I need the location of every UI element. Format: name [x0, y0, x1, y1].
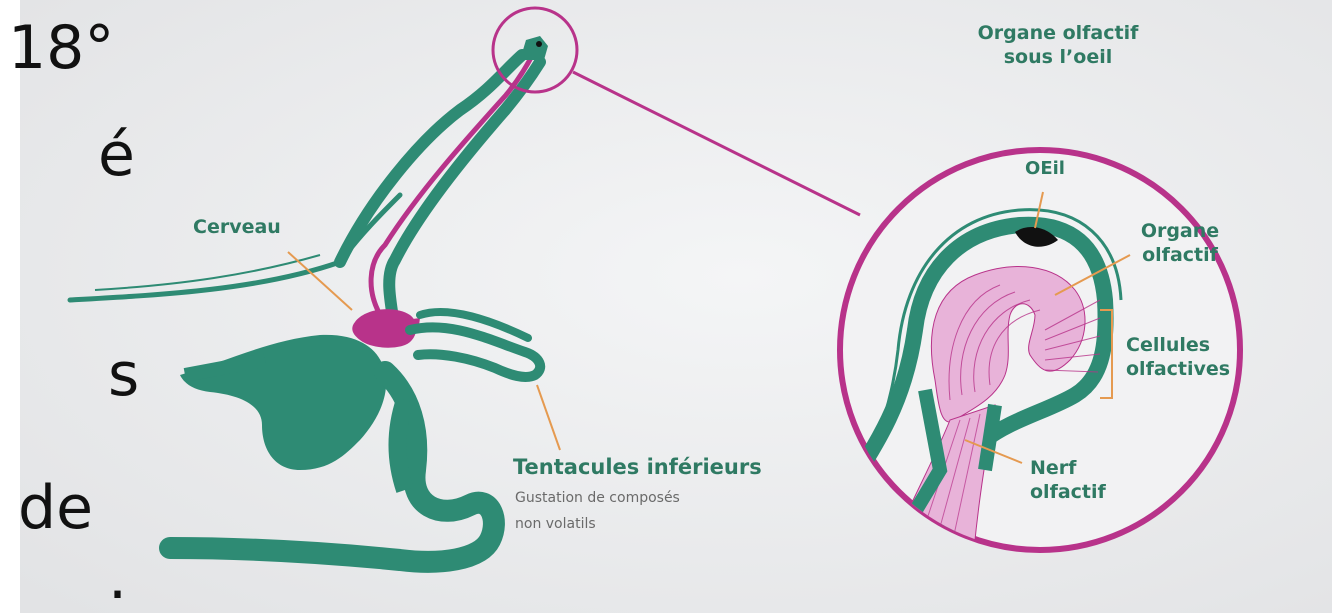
slide-fragment-4: de	[18, 473, 93, 543]
tentacle-eye-dot	[536, 41, 542, 47]
label-oeil: OEil	[1025, 158, 1065, 179]
label-tentacules-title: Tentacules inférieurs	[513, 455, 762, 479]
label-organe-olfactif-2: olfactif	[1142, 244, 1219, 266]
label-cellules-1: Cellules	[1126, 334, 1210, 356]
label-tentacules-desc-1: Gustation de composés	[515, 490, 680, 506]
slide-fragment-1: 18°	[8, 13, 114, 83]
label-organe-sous-oeil-2: sous l’oeil	[1004, 46, 1113, 68]
label-nerf-1: Nerf	[1030, 457, 1077, 479]
label-cerveau: Cerveau	[193, 216, 281, 238]
slide-fragment-5: .	[108, 543, 127, 613]
label-tentacules-desc-2: non volatils	[515, 516, 596, 532]
label-organe-sous-oeil-1: Organe olfactif	[978, 22, 1139, 44]
label-cellules-2: olfactives	[1126, 358, 1230, 380]
slide-fragment-2: é	[98, 120, 135, 190]
label-organe-olfactif-1: Organe	[1141, 220, 1219, 242]
slide-fragment-3: s	[108, 340, 139, 410]
label-nerf-2: olfactif	[1030, 481, 1107, 503]
